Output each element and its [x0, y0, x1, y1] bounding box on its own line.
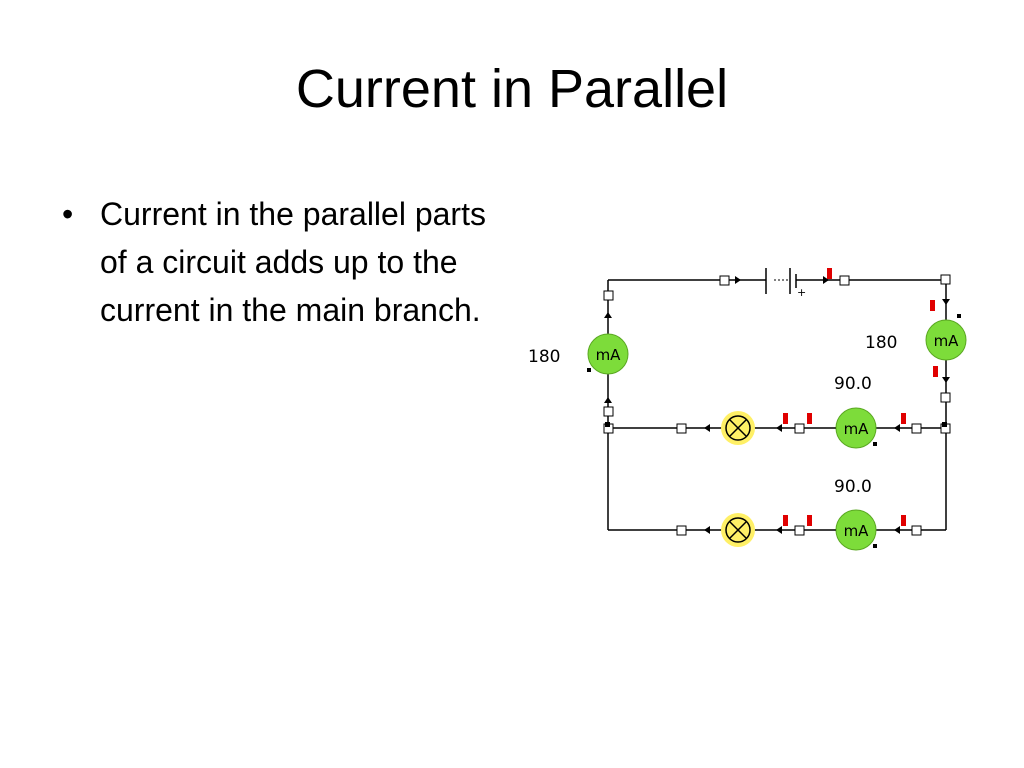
connector-nodes: [603, 274, 951, 536]
battery-icon: +: [748, 268, 824, 299]
ammeter-branch-bottom: mA: [835, 509, 877, 551]
battery-plus-label: +: [797, 286, 806, 299]
ammeter-main-left: mA: [587, 333, 629, 375]
bullet-text: Current in the parallel parts of a circu…: [100, 196, 486, 328]
parallel-circuit-diagram: +: [520, 262, 980, 562]
lamp-icon: [721, 411, 755, 445]
reading-branch-bottom: 90.0: [834, 477, 872, 497]
junction-dots: [587, 314, 961, 548]
meter-unit-label: mA: [844, 522, 870, 540]
ammeter-branch-top: mA: [835, 407, 877, 449]
reading-main-right: 180: [865, 333, 897, 353]
meter-unit-label: mA: [596, 346, 622, 364]
reading-branch-top: 90.0: [834, 374, 872, 394]
meter-unit-label: mA: [844, 420, 870, 438]
ammeter-main-right: mA: [925, 319, 967, 361]
circuit-wires: [607, 279, 947, 531]
meter-unit-label: mA: [934, 332, 960, 350]
lamp-icon: [721, 513, 755, 547]
bullet-marker: •: [62, 196, 74, 232]
current-arrows: [604, 276, 950, 534]
probe-markers: [783, 268, 938, 526]
bullet-list: • Current in the parallel parts of a cir…: [62, 190, 502, 334]
slide-title: Current in Parallel: [295, 59, 729, 119]
bullet-item: • Current in the parallel parts of a cir…: [62, 190, 502, 334]
reading-main-left: 180: [528, 347, 560, 367]
